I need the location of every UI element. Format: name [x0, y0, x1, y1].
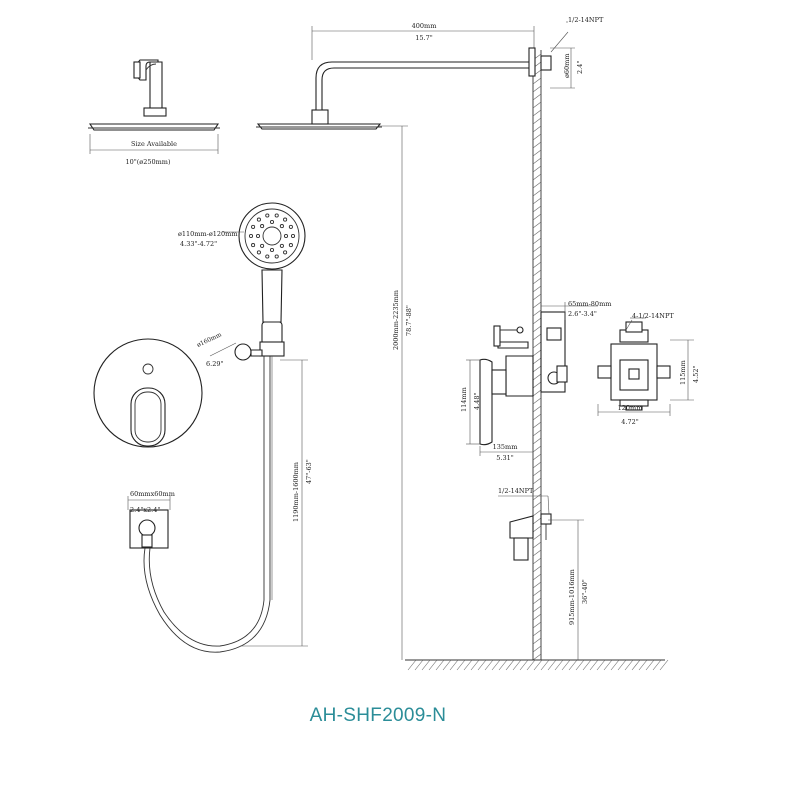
- npt-low-label: 1/2-14NPT: [498, 487, 534, 495]
- size-available-label: Size Available: [131, 140, 177, 148]
- depth-in: 2.6"-3.4": [568, 310, 597, 318]
- model-number: AH-SHF2009-N: [310, 705, 447, 726]
- handle-height-in: 4.48": [473, 393, 481, 410]
- hose-length-in: 47"-63": [305, 459, 313, 484]
- arm-length-mm: 400mm: [412, 22, 437, 30]
- lower-outlet-side: [509, 513, 552, 561]
- handle-height-mm: 114mm: [460, 387, 468, 412]
- wall-section: [532, 50, 542, 661]
- bracket-knob: [234, 343, 252, 361]
- rain-head-main: [256, 61, 531, 130]
- height-in: 78.7"-88": [405, 305, 413, 336]
- hose-length-mm: 1190mm-1600mm: [292, 462, 300, 522]
- depth-mm: 65mm-80mm: [568, 300, 611, 308]
- hand-diam-mm: ø110mm-ø120mm: [178, 230, 238, 238]
- hand-shower-nozzles: [248, 213, 296, 259]
- arm-length-in: 15.7": [415, 34, 432, 42]
- valve-width-in: 4.72": [621, 418, 638, 426]
- hand-diam-in: 4.33"-4.72": [180, 240, 217, 248]
- valve-height-mm: 115mm: [679, 360, 687, 385]
- valve-side-view: [479, 311, 568, 446]
- trim-plate-front: [93, 338, 203, 448]
- height-mm: 2000mm-2235mm: [392, 290, 400, 350]
- valve-width-mm: 120mm: [618, 404, 643, 412]
- floor: [405, 659, 669, 671]
- arm-flange: [528, 47, 536, 77]
- outlet-height-in: 36"-40": [581, 579, 589, 604]
- small-rain-head: [88, 59, 220, 131]
- hose: [143, 356, 273, 653]
- hook-diam-in: 6.29": [206, 360, 223, 368]
- outlet-height-mm: 915mm-1016mm: [568, 569, 576, 625]
- valve-npt-label: 4-1/2-14NPT: [632, 312, 674, 320]
- trim-width-in: 5.31": [496, 454, 513, 462]
- wall-outlet-mm: 60mmx60mm: [130, 490, 175, 498]
- valve-front-view: [597, 321, 671, 411]
- wall-outlet: [129, 509, 169, 549]
- npt-top-label: 1/2-14NPT: [568, 16, 604, 24]
- hook-diam-mm: ø160mm: [196, 331, 223, 349]
- hand-shower: [238, 202, 306, 357]
- flange-diam-in: 2.4": [576, 61, 584, 74]
- valve-height-in: 4.52": [692, 366, 700, 383]
- wall-outlet-in: 2.4"x2.4": [130, 506, 160, 514]
- trim-width-mm: 135mm: [493, 443, 518, 451]
- head-size-label: 10"(ø250mm): [126, 158, 171, 166]
- flange-diam-mm: ø60mm: [563, 53, 571, 78]
